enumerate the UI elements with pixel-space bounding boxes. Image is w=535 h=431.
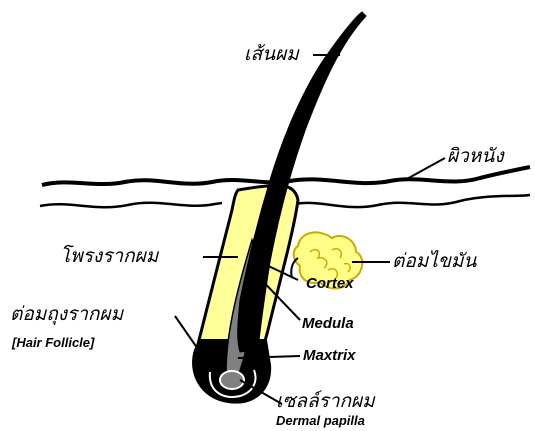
label-matrix: Maxtrix: [303, 348, 356, 363]
label-hair-root-sheath: โพรงรากผม: [60, 247, 158, 266]
label-follicle-thai: ต่อมถุงรากผม: [10, 305, 123, 324]
label-skin: ผิวหนัง: [447, 147, 504, 166]
pointer-skin: [405, 158, 445, 180]
pointer-follicle: [175, 316, 200, 352]
label-hair-shaft: เส้นผม: [244, 45, 299, 64]
label-cortex: Cortex: [306, 276, 354, 291]
label-follicle-english: [Hair Follicle]: [12, 336, 94, 349]
label-medula: Medula: [302, 316, 354, 331]
label-papilla-english: Dermal papilla: [276, 414, 365, 427]
label-papilla-thai: เซลล์รากผม: [276, 392, 375, 411]
label-sebaceous-gland: ต่อมไขมัน: [392, 252, 476, 271]
